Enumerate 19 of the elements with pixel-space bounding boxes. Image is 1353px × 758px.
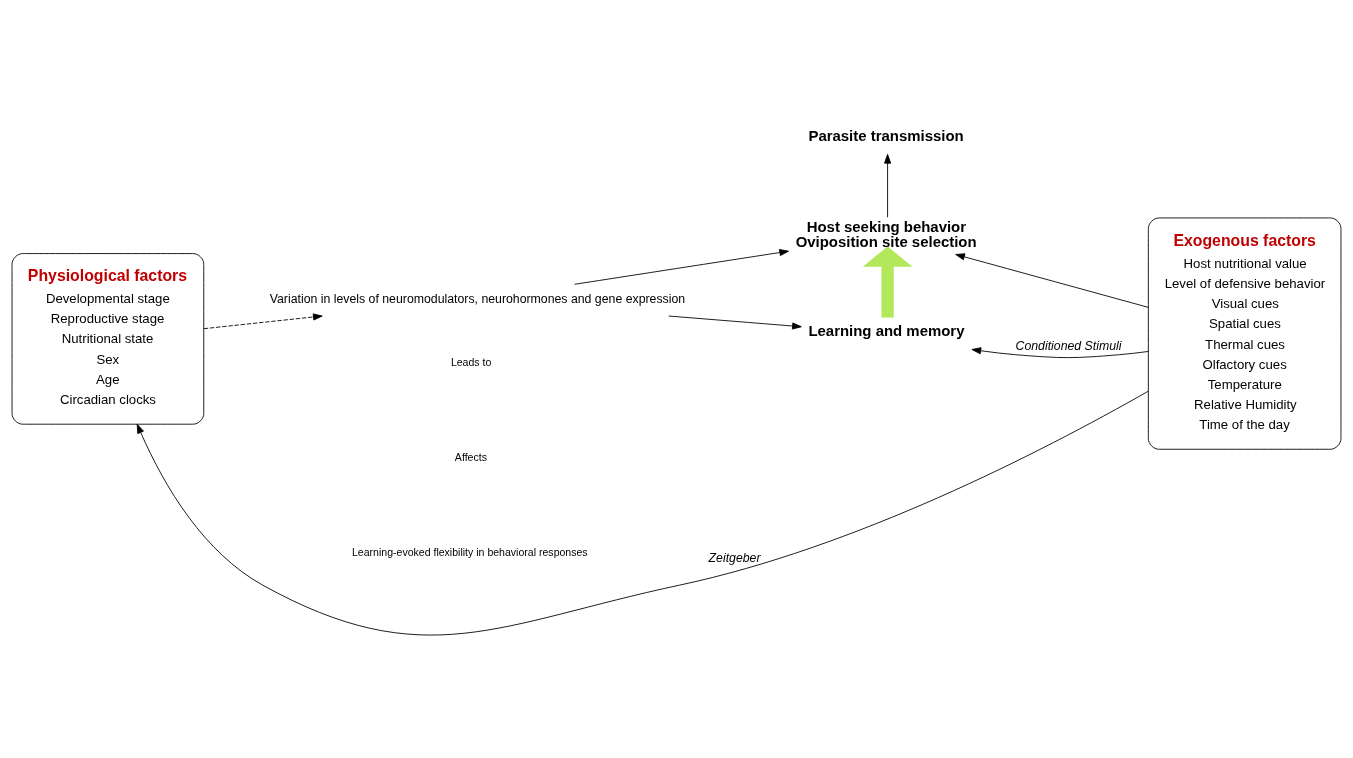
- arrow: [884, 153, 892, 218]
- edge-label: Zeitgeber: [708, 550, 761, 565]
- arrow: [862, 246, 913, 318]
- node-text: Variation in levels of neuromodulators, neurohormones and gene expression: [269, 292, 686, 307]
- node-box: Exogenous factors Host nutritional value Level of defensive behavior Visual cues Spatial cues Thermal cues Olfactory cues Temperature Relative Humidity Time of the day: [1147, 217, 1342, 450]
- edge-label: Conditioned Stimuli: [1015, 339, 1122, 354]
- legend-label: Leads to: [450, 356, 492, 369]
- arrow: [668, 315, 802, 330]
- arrow: [136, 390, 1149, 636]
- arrow: [955, 253, 1149, 308]
- node-box: Physiological factors Developmental stage Reproductive stage Nutritional state Sex Age Circadian clocks: [11, 253, 205, 425]
- node-text: Host seeking behavior Oviposition site selection: [795, 218, 977, 251]
- legend-label: Affects: [454, 451, 487, 464]
- arrow: [574, 249, 790, 285]
- node-text: Learning and memory: [808, 322, 965, 340]
- arrow: [971, 347, 1149, 358]
- node-text: Parasite transmission: [808, 127, 964, 145]
- legend-label: Learning-evoked flexibility in behavioral responses: [351, 546, 588, 559]
- arrow: [203, 313, 323, 330]
